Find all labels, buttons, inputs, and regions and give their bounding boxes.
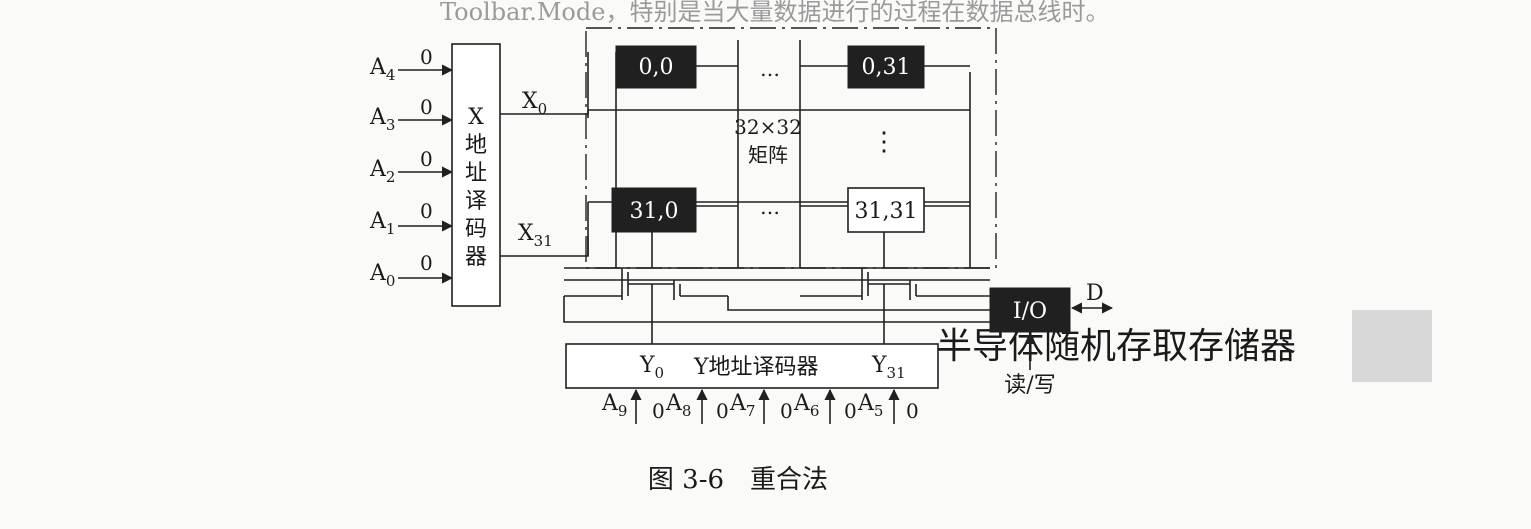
a8-value: 0 bbox=[716, 399, 729, 423]
a6-label: A6 bbox=[793, 391, 819, 420]
memory-cells: 0,0 0,31 31,0 31,31 … … ⋮ 32×32 矩阵 bbox=[611, 45, 925, 233]
a9-value: 0 bbox=[652, 399, 665, 423]
a1-value: 0 bbox=[420, 199, 433, 223]
a4-value: 0 bbox=[420, 45, 433, 69]
a2-label: A2 bbox=[369, 157, 395, 186]
cell-31-0: 31,0 bbox=[611, 187, 697, 233]
input-a0: A0 0 bbox=[369, 251, 454, 290]
x-decoder-char-3: 址 bbox=[465, 161, 487, 186]
x-decoder: X 地 址 译 码 器 bbox=[451, 43, 501, 307]
background-text: Toolbar.Mode，特别是当大量数据进行的过程在数据总线时。 半导体随机存… bbox=[440, 0, 1432, 382]
column-switches bbox=[563, 268, 990, 344]
input-a2: A2 0 bbox=[369, 147, 454, 186]
figure-caption: 图 3-6 重合法 bbox=[648, 465, 828, 495]
rw-label: 读/写 bbox=[1004, 373, 1055, 398]
a1-label: A1 bbox=[369, 209, 395, 238]
a7-value: 0 bbox=[780, 399, 793, 423]
cell-0-0: 0,0 bbox=[615, 45, 697, 89]
input-a1: A1 0 bbox=[369, 199, 454, 238]
a5-value: 0 bbox=[906, 399, 919, 423]
input-a4: A4 0 bbox=[369, 45, 454, 84]
x-address-inputs: A4 0 A3 0 A2 0 A1 0 A0 0 bbox=[369, 45, 454, 290]
cell-31-0-label: 31,0 bbox=[630, 199, 679, 224]
x-decoder-char-6: 器 bbox=[465, 245, 487, 270]
section-marker bbox=[1352, 310, 1432, 382]
a9-label: A9 bbox=[601, 391, 627, 420]
row0-ellipsis: … bbox=[760, 57, 780, 81]
y-decoder-box bbox=[565, 343, 939, 389]
x-decoder-char-2: 地 bbox=[465, 133, 487, 158]
column-ellipsis: ⋮ bbox=[871, 127, 897, 157]
a8-label: A8 bbox=[665, 391, 691, 420]
a5-label: A5 bbox=[857, 391, 883, 420]
a3-label: A3 bbox=[369, 105, 395, 134]
y31-label: Y31 bbox=[871, 353, 906, 382]
matrix-word-label: 矩阵 bbox=[748, 143, 788, 167]
io-unit: I/O D 读/写 bbox=[989, 281, 1114, 398]
y-decoder: Y0 Y地址译码器 Y31 bbox=[565, 343, 939, 389]
input-a6: A6 0 bbox=[793, 388, 857, 424]
matrix-size-label: 32×32 bbox=[734, 115, 802, 139]
y0-label: Y0 bbox=[639, 353, 664, 382]
a4-label: A4 bbox=[369, 55, 395, 84]
bg-section-title: 半导体随机存取存储器 bbox=[936, 326, 1296, 367]
cell-0-0-label: 0,0 bbox=[639, 55, 674, 80]
x-decoder-char-5: 码 bbox=[465, 217, 487, 242]
a3-value: 0 bbox=[420, 95, 433, 119]
input-a7: A7 0 bbox=[729, 388, 793, 424]
bg-line-1: Toolbar.Mode，特别是当大量数据进行的过程在数据总线时。 bbox=[440, 0, 1109, 26]
cell-31-31-label: 31,31 bbox=[855, 199, 918, 224]
input-a9: A9 0 bbox=[601, 388, 665, 424]
y-address-inputs: A9 0 A8 0 A7 0 A6 0 A5 0 bbox=[601, 388, 919, 424]
x-decoder-box bbox=[451, 43, 501, 307]
x-outputs: X0 X31 bbox=[500, 89, 589, 257]
io-box bbox=[989, 287, 1071, 333]
row31-ellipsis: … bbox=[760, 195, 780, 219]
data-label: D bbox=[1086, 281, 1104, 306]
a0-label: A0 bbox=[369, 261, 395, 290]
x-decoder-char-4: 译 bbox=[465, 189, 487, 214]
a7-label: A7 bbox=[729, 391, 755, 420]
a2-value: 0 bbox=[420, 147, 433, 171]
x-decoder-char-1: X bbox=[468, 105, 484, 130]
cell-0-31: 0,31 bbox=[847, 45, 925, 89]
y-decoder-label: Y地址译码器 bbox=[693, 355, 819, 380]
input-a8: A8 0 bbox=[665, 388, 729, 424]
input-a5: A5 0 bbox=[857, 388, 919, 424]
cell-0-31-label: 0,31 bbox=[862, 55, 911, 80]
cell-31-31: 31,31 bbox=[847, 187, 925, 233]
input-a3: A3 0 bbox=[369, 95, 454, 134]
x0-label: X0 bbox=[522, 89, 547, 118]
matrix-wiring bbox=[564, 27, 997, 281]
x31-label: X31 bbox=[518, 221, 553, 250]
io-label: I/O bbox=[1013, 299, 1047, 324]
a6-value: 0 bbox=[844, 399, 857, 423]
a0-value: 0 bbox=[420, 251, 433, 275]
